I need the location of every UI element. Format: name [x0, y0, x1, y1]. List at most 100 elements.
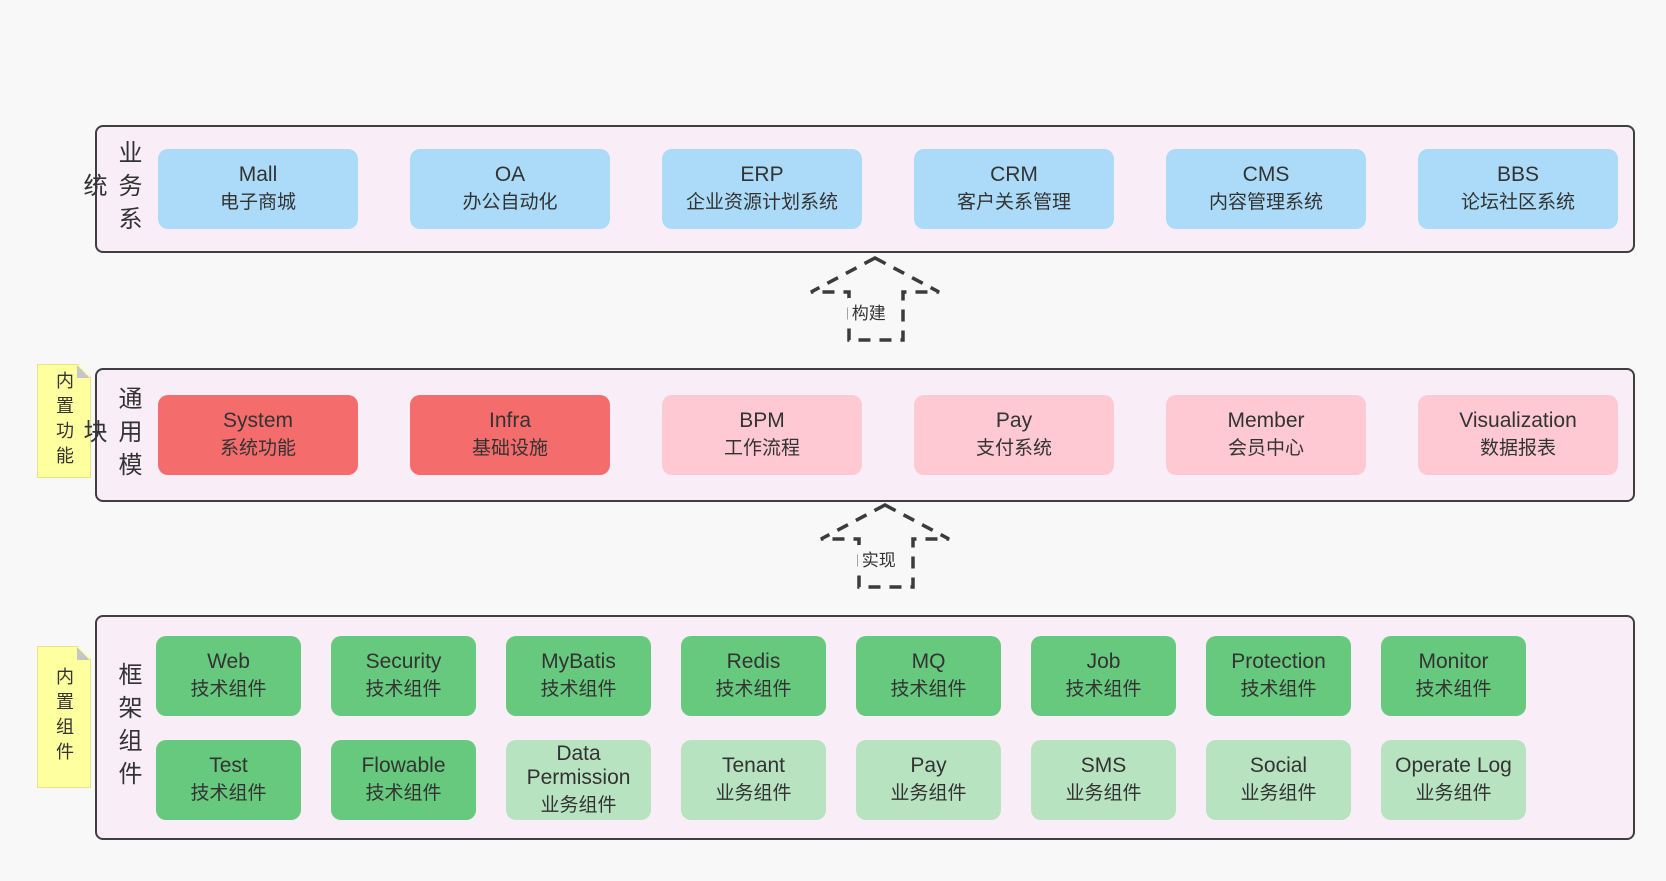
box-title: CRM	[990, 163, 1038, 187]
box-monitor: Monitor 技术组件	[1381, 635, 1526, 716]
box-title: MQ	[911, 649, 946, 673]
box-subtitle: 技术组件	[1415, 678, 1492, 700]
box-web: Web 技术组件	[156, 635, 301, 716]
box-title: Social	[1249, 753, 1308, 777]
box-subtitle: 技术组件	[1065, 678, 1142, 700]
box-data-permission: Data Permission 业务组件	[506, 739, 651, 820]
box-subtitle: 技术组件	[540, 678, 617, 700]
box-title: MyBatis	[541, 649, 616, 673]
box-infra: Infra 基础设施	[410, 395, 610, 475]
box-subtitle: 电子商城	[219, 192, 296, 214]
build-arrow-icon: 构建	[805, 253, 945, 345]
box-title: Visualization	[1459, 409, 1577, 433]
box-subtitle: 业务组件	[715, 782, 792, 804]
box-social: Social 业务组件	[1206, 739, 1351, 820]
sticky-note-label: 内置组件	[54, 667, 74, 767]
box-visualization: Visualization 数据报表	[1418, 395, 1618, 475]
box-title: BBS	[1496, 163, 1540, 187]
box-cms: CMS 内容管理系统	[1166, 149, 1366, 229]
box-operate-log: Operate Log 业务组件	[1381, 739, 1526, 820]
box-erp: ERP 企业资源计划系统	[662, 149, 862, 229]
box-subtitle: 技术组件	[190, 782, 267, 804]
box-subtitle: 技术组件	[890, 678, 967, 700]
component-row-business: Test 技术组件 Flowable 技术组件 Data Permission …	[156, 739, 1526, 820]
box-title: Job	[1086, 649, 1121, 673]
box-pay: Pay 支付系统	[914, 395, 1114, 475]
box-title: Operate Log	[1395, 753, 1512, 777]
box-protection: Protection 技术组件	[1206, 635, 1351, 716]
box-title: ERP	[740, 163, 784, 187]
box-member: Member 会员中心	[1166, 395, 1366, 475]
box-title: CMS	[1242, 163, 1290, 187]
box-subtitle: 技术组件	[365, 678, 442, 700]
box-title: Test	[209, 753, 248, 777]
box-subtitle: 业务组件	[540, 795, 617, 817]
box-redis: Redis 技术组件	[681, 635, 826, 716]
box-crm: CRM 客户关系管理	[914, 149, 1114, 229]
box-title: Monitor	[1418, 649, 1489, 673]
sticky-note-label: 内置功能	[54, 371, 74, 471]
box-title: Member	[1227, 409, 1305, 433]
sticky-note-built-in-components: 内置组件	[37, 646, 91, 788]
panel-framework-components: 框架组件 Web 技术组件 Security 技术组件 MyBatis 技术组件…	[95, 615, 1635, 840]
box-title: Flowable	[361, 753, 446, 777]
box-subtitle: 企业资源计划系统	[685, 192, 838, 214]
box-pay-component: Pay 业务组件	[856, 739, 1001, 820]
box-title: Web	[207, 649, 250, 673]
box-mybatis: MyBatis 技术组件	[506, 635, 651, 716]
box-subtitle: 业务组件	[1065, 782, 1142, 804]
box-title: SMS	[1080, 753, 1127, 777]
box-subtitle: 数据报表	[1479, 438, 1556, 460]
box-subtitle: 客户关系管理	[956, 192, 1071, 214]
box-title: Protection	[1231, 649, 1326, 673]
box-title: Mall	[238, 163, 278, 187]
implement-arrow-label: 实现	[857, 545, 900, 572]
box-subtitle: 办公自动化	[462, 192, 558, 214]
box-subtitle: 业务组件	[890, 782, 967, 804]
box-title: Infra	[488, 409, 532, 433]
box-security: Security 技术组件	[331, 635, 476, 716]
box-subtitle: 内容管理系统	[1208, 192, 1323, 214]
box-flowable: Flowable 技术组件	[331, 739, 476, 820]
implement-arrow-icon: 实现	[815, 500, 955, 592]
box-mall: Mall 电子商城	[158, 149, 358, 229]
component-rows: Web 技术组件 Security 技术组件 MyBatis 技术组件 Redi…	[156, 635, 1526, 820]
box-sms: SMS 业务组件	[1031, 739, 1176, 820]
panel-label-business-systems: 业务系统	[79, 139, 141, 239]
box-subtitle: 技术组件	[715, 678, 792, 700]
box-subtitle: 工作流程	[723, 438, 800, 460]
panel-label-framework-components: 框架组件	[114, 661, 141, 794]
box-title: System	[222, 409, 293, 433]
build-arrow-label: 构建	[847, 298, 890, 325]
box-title: Tenant	[721, 753, 786, 777]
box-subtitle: 技术组件	[1240, 678, 1317, 700]
panel-label-common-modules: 通用模块	[79, 385, 141, 485]
box-title: Data Permission	[526, 741, 631, 790]
module-boxes: System 系统功能 Infra 基础设施 BPM 工作流程 Pay 支付系统…	[158, 395, 1618, 475]
panel-business-systems: 业务系统 Mall 电子商城 OA 办公自动化 ERP 企业资源计划系统 CRM…	[79, 125, 1635, 253]
box-job: Job 技术组件	[1031, 635, 1176, 716]
box-mq: MQ 技术组件	[856, 635, 1001, 716]
box-bbs: BBS 论坛社区系统	[1418, 149, 1618, 229]
box-title: BPM	[739, 409, 785, 433]
business-boxes: Mall 电子商城 OA 办公自动化 ERP 企业资源计划系统 CRM 客户关系…	[158, 149, 1618, 229]
box-subtitle: 支付系统	[975, 438, 1052, 460]
box-tenant: Tenant 业务组件	[681, 739, 826, 820]
box-subtitle: 技术组件	[190, 678, 267, 700]
box-title: Security	[365, 649, 442, 673]
box-subtitle: 业务组件	[1240, 782, 1317, 804]
box-subtitle: 系统功能	[219, 438, 296, 460]
box-test: Test 技术组件	[156, 739, 301, 820]
component-row-technical: Web 技术组件 Security 技术组件 MyBatis 技术组件 Redi…	[156, 635, 1526, 716]
panel-common-modules: 通用模块 System 系统功能 Infra 基础设施 BPM 工作流程 Pay…	[79, 368, 1635, 502]
box-title: OA	[494, 163, 526, 187]
box-subtitle: 业务组件	[1415, 782, 1492, 804]
box-title: Redis	[726, 649, 781, 673]
box-bpm: BPM 工作流程	[662, 395, 862, 475]
box-title: Pay	[910, 753, 947, 777]
box-subtitle: 论坛社区系统	[1460, 192, 1575, 214]
box-system: System 系统功能	[158, 395, 358, 475]
box-oa: OA 办公自动化	[410, 149, 610, 229]
box-subtitle: 会员中心	[1227, 438, 1304, 460]
